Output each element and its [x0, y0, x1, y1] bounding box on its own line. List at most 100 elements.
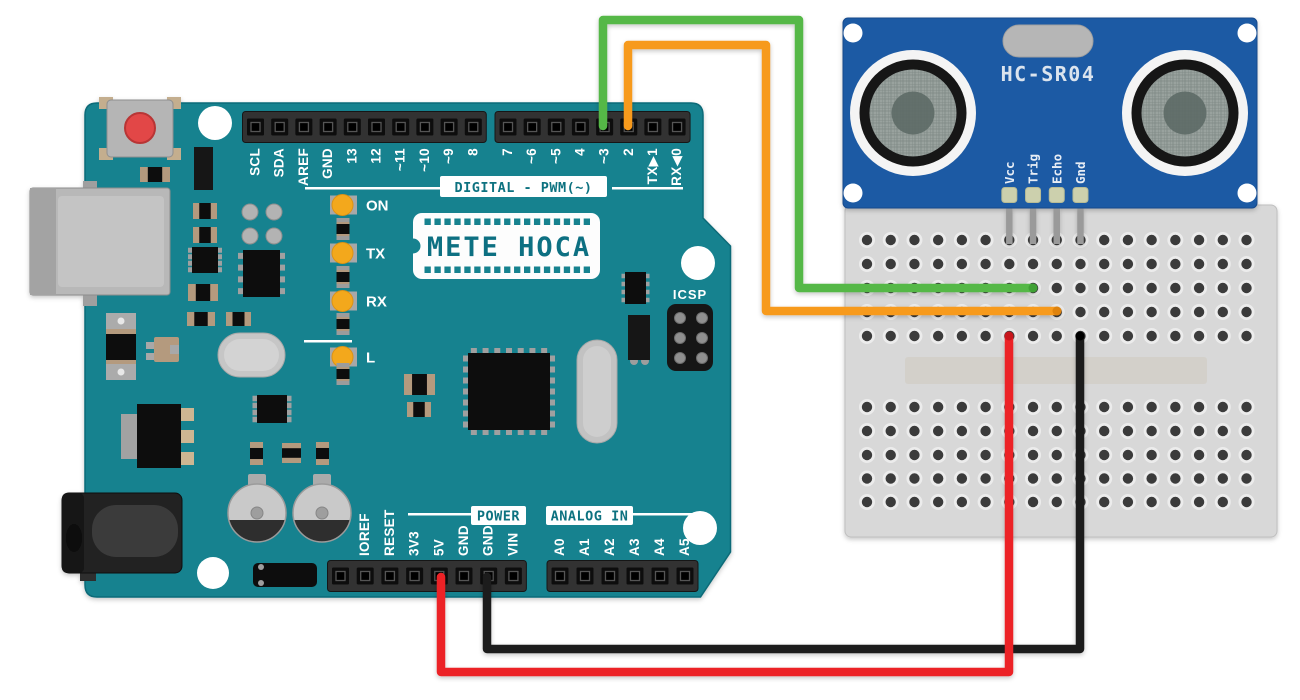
header-pin-hole — [579, 570, 591, 582]
header-pin-hole — [575, 121, 586, 133]
sensor-pad-echo[interactable] — [1048, 187, 1065, 203]
breadboard-hole — [861, 496, 873, 508]
header-pin-hole — [508, 570, 519, 582]
header-pin-hole — [274, 121, 285, 133]
red-power-wire[interactable] — [436, 331, 1014, 677]
breadboard-hole — [861, 401, 873, 413]
breadboard-hole — [1241, 306, 1252, 318]
analog-section-label: ANALOG IN — [551, 509, 629, 525]
breadboard-hole — [1122, 473, 1134, 484]
mounting-hole — [198, 106, 232, 140]
soic8-chip — [252, 395, 292, 423]
chip-leg-notch — [583, 266, 590, 273]
breadboard-hole — [885, 425, 896, 437]
sensor-pad-vcc[interactable] — [1001, 187, 1018, 203]
breadboard-hole — [1099, 330, 1110, 342]
breadboard-hole — [909, 473, 920, 484]
breadboard-hole — [1146, 449, 1157, 461]
reset-cap[interactable] — [124, 112, 156, 144]
green-signal-wire[interactable] — [598, 15, 1038, 293]
icsp-pin[interactable] — [674, 312, 686, 324]
sensor-mounting-hole — [843, 183, 863, 203]
pin-label: 12 — [369, 148, 384, 164]
usb-tab — [83, 181, 97, 191]
header-pin-hole — [384, 570, 396, 582]
smd-resistor — [336, 363, 350, 385]
chip-leg-notch — [553, 266, 561, 273]
breadboard-hole — [956, 473, 968, 484]
solder-pad — [265, 227, 283, 245]
breadboard-hole — [1122, 330, 1134, 342]
chip-leg-notch — [424, 218, 431, 225]
breadboard-hole — [1170, 449, 1181, 461]
chip-leg-notch — [484, 266, 491, 273]
icsp-pin[interactable] — [674, 352, 686, 364]
icsp-pin[interactable] — [696, 312, 708, 324]
breadboard-hole — [980, 449, 991, 461]
breadboard-hole — [1146, 330, 1157, 342]
icsp-pin[interactable] — [696, 332, 708, 344]
digital-section-label: DIGITAL - PWM(~) — [454, 180, 592, 196]
icsp-header: ICSP — [667, 287, 713, 371]
power-jack — [61, 492, 183, 581]
sensor-pad-trig[interactable] — [1025, 187, 1042, 203]
breadboard-hole — [932, 473, 944, 484]
reset-button[interactable] — [99, 97, 181, 160]
breadboard-hole — [1099, 473, 1110, 484]
breadboard-hole — [1122, 282, 1134, 294]
sensor-mounting-hole — [1237, 183, 1257, 203]
led-label: ON — [366, 198, 389, 215]
header-pin-hole — [419, 121, 431, 133]
breadboard-hole — [1051, 496, 1062, 508]
icsp-pin[interactable] — [696, 352, 708, 364]
sensor-pad-gnd[interactable] — [1072, 187, 1089, 203]
black-ground-wire[interactable] — [482, 331, 1085, 654]
led-l: L — [330, 346, 375, 368]
breadboard-hole — [932, 449, 944, 461]
header-pin-hole — [409, 570, 420, 582]
breadboard-hole — [1004, 258, 1015, 270]
digital-label-box — [440, 176, 607, 197]
chip-leg-notch — [464, 266, 471, 273]
breadboard-hole — [1122, 425, 1134, 437]
led-rx: RX — [330, 290, 387, 312]
header-pin-hole — [654, 570, 666, 582]
breadboard-hole — [885, 330, 896, 342]
header-strip — [546, 560, 699, 592]
smd-component — [407, 402, 431, 417]
chip-leg-notch — [504, 266, 511, 273]
breadboard-hole — [1217, 449, 1229, 461]
breadboard-hole — [1027, 496, 1039, 508]
smd-component — [188, 284, 218, 301]
smd-components — [106, 147, 650, 587]
arduino-board: DIGITAL - PWM(~) POWER ANALOG IN METE HO… — [29, 97, 732, 598]
breadboard-hole — [1075, 258, 1086, 270]
power-label-box — [471, 506, 526, 525]
jack-tab — [80, 571, 96, 581]
breadboard-hole — [1146, 258, 1157, 270]
ultrasonic-transducer-right — [1122, 50, 1248, 176]
breadboard-hole — [1241, 282, 1252, 294]
chip-leg-notch — [573, 266, 581, 273]
pin-label: 4 — [572, 148, 587, 156]
breadboard-hole — [1146, 306, 1157, 318]
pin-label: 2 — [621, 148, 636, 156]
solder-pad — [241, 203, 259, 221]
chip-leg-notch — [533, 266, 541, 273]
silkscreen-line — [305, 187, 440, 190]
orange-signal-wire[interactable] — [623, 40, 1062, 316]
breadboard-hole — [1027, 449, 1039, 461]
breadboard-hole — [956, 425, 968, 437]
pin-label: SDA — [272, 148, 287, 177]
chip-leg-notch — [464, 218, 471, 225]
header-pin-hole — [335, 570, 346, 582]
breadboard-hole — [1051, 282, 1062, 294]
pin-label: SCL — [248, 148, 263, 176]
icsp-pin[interactable] — [674, 332, 686, 344]
sensor-mounting-hole — [1237, 23, 1257, 43]
breadboard-hole — [980, 234, 991, 246]
